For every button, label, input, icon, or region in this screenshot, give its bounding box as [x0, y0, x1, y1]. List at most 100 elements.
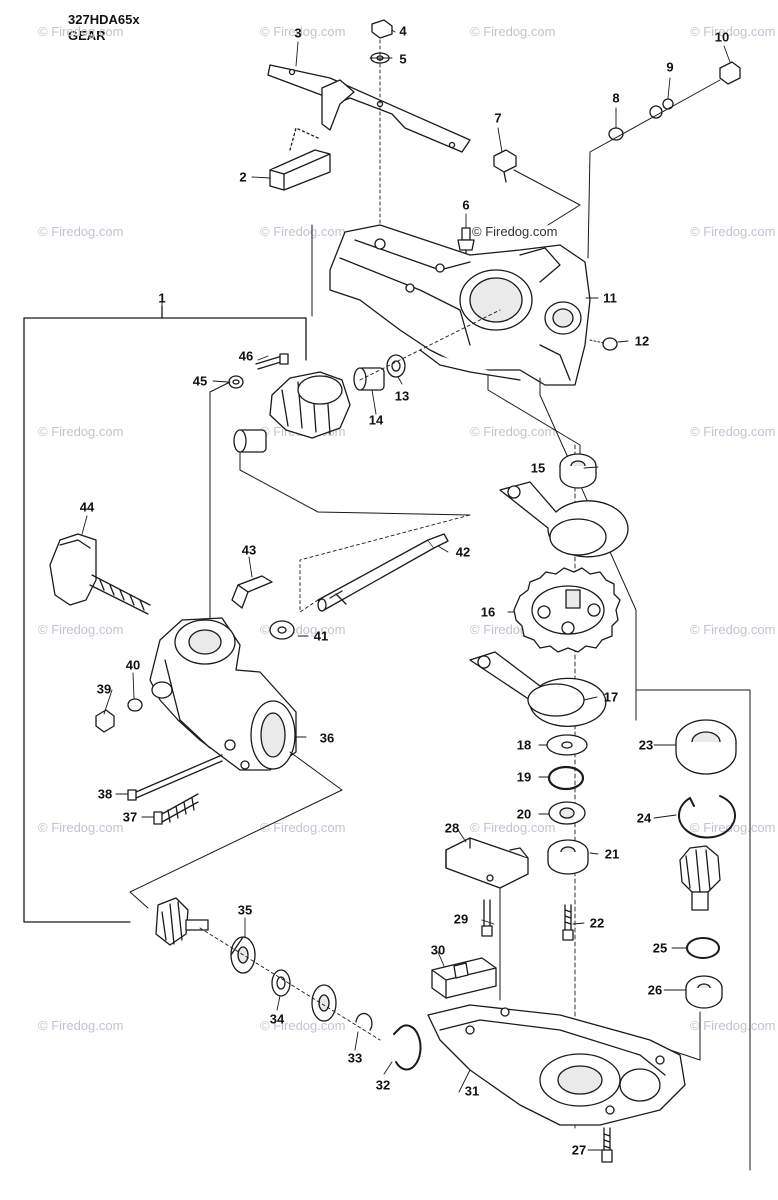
- callout-27: 27: [571, 1142, 587, 1158]
- bushing-20: [548, 801, 586, 825]
- bearing-35: [230, 936, 256, 974]
- callout-14: 14: [368, 412, 384, 428]
- callout-18: 18: [516, 737, 532, 753]
- callout-28: 28: [444, 820, 460, 836]
- circlip-32: [393, 1024, 422, 1071]
- ring-19: [547, 765, 585, 791]
- callout-25: 25: [652, 940, 668, 956]
- callout-6: 6: [462, 197, 470, 213]
- cam-link-lower: [469, 651, 607, 727]
- washer-8: [608, 127, 624, 141]
- watermark: © Firedog.com: [38, 424, 124, 439]
- bushing-lower: [233, 429, 267, 453]
- watermark: © Firedog.com: [260, 24, 346, 39]
- callout-43: 43: [241, 542, 257, 558]
- watermark: © Firedog.com: [260, 224, 346, 239]
- callout-12: 12: [634, 333, 650, 349]
- watermark: © Firedog.com: [470, 424, 556, 439]
- callout-41: 41: [313, 628, 329, 644]
- watermark: © Firedog.com: [470, 820, 556, 835]
- callout-40: 40: [125, 657, 141, 673]
- section-title: GEAR: [68, 28, 106, 43]
- watermark: © Firedog.com: [38, 1018, 124, 1033]
- assembly-bracket: [23, 317, 163, 923]
- callout-23: 23: [638, 737, 654, 753]
- callout-4: 4: [399, 23, 407, 39]
- ring-33: [355, 1012, 373, 1031]
- callout-37: 37: [122, 809, 138, 825]
- mounting-plate: [267, 64, 471, 153]
- handle-44: [49, 533, 151, 615]
- callout-24: 24: [636, 810, 652, 826]
- block-30: [431, 957, 497, 999]
- screw-37: [153, 793, 199, 825]
- callout-15: 15: [530, 460, 546, 476]
- callout-5: 5: [399, 51, 407, 67]
- cam-link-upper: [499, 481, 629, 558]
- callout-29: 29: [453, 911, 469, 927]
- pinion-gear: [155, 897, 209, 946]
- callout-39: 39: [96, 681, 112, 697]
- plug-12: [602, 337, 618, 351]
- watermark: © Firedog.com: [690, 24, 776, 39]
- nut-39: [95, 709, 115, 733]
- screw-27: [601, 1127, 613, 1163]
- circlip-24: [678, 795, 736, 839]
- bushing-14: [353, 367, 385, 391]
- watermark: © Firedog.com: [38, 820, 124, 835]
- callout-11: 11: [603, 290, 617, 306]
- callout-10: 10: [714, 29, 730, 45]
- screw-22: [562, 904, 574, 941]
- callout-36: 36: [319, 730, 335, 746]
- bearing-21: [547, 839, 589, 875]
- angle-housing: [149, 617, 297, 771]
- callout-38: 38: [97, 786, 113, 802]
- callout-9: 9: [666, 59, 674, 75]
- base-plate-31: [427, 1004, 686, 1126]
- callout-3: 3: [294, 25, 302, 41]
- bracket-28: [445, 837, 529, 889]
- callout-13: 13: [394, 388, 410, 404]
- bearing: [311, 984, 337, 1022]
- callout-7: 7: [494, 110, 502, 126]
- callout-46: 46: [238, 348, 254, 364]
- callout-26: 26: [647, 982, 663, 998]
- screw-38: [127, 754, 223, 801]
- watermark: © Firedog.com: [470, 24, 556, 39]
- washer-41: [269, 620, 295, 640]
- model-number: 327HDA65x: [68, 12, 140, 27]
- screw-29: [481, 899, 493, 937]
- callout-1: 1: [158, 290, 166, 306]
- watermark: © Firedog.com: [690, 424, 776, 439]
- leader-lines: [81, 29, 731, 1151]
- watermark: © Firedog.com: [472, 224, 558, 239]
- bearing-23: [675, 719, 737, 775]
- bearing-15: [559, 453, 597, 489]
- shaft-42: [317, 533, 449, 612]
- callout-22: 22: [589, 915, 605, 931]
- watermark: © Firedog.com: [260, 820, 346, 835]
- watermark: © Firedog.com: [38, 622, 124, 637]
- watermark: © Firedog.com: [690, 224, 776, 239]
- pinion-right: [679, 845, 721, 911]
- watermark: © Firedog.com: [260, 1018, 346, 1033]
- top-nut: [370, 19, 393, 64]
- callout-16: 16: [480, 604, 496, 620]
- gear-housing: [329, 224, 591, 386]
- callout-20: 20: [516, 806, 532, 822]
- callout-34: 34: [269, 1011, 285, 1027]
- callout-30: 30: [430, 942, 446, 958]
- nut-45: [228, 375, 244, 389]
- key-block: [269, 127, 331, 191]
- watermark: © Firedog.com: [690, 622, 776, 637]
- callout-8: 8: [612, 90, 620, 106]
- key-43: [231, 575, 273, 609]
- callout-44: 44: [79, 499, 95, 515]
- callout-33: 33: [347, 1050, 363, 1066]
- callout-19: 19: [516, 769, 532, 785]
- washer-9: [649, 98, 674, 119]
- watermark: © Firedog.com: [38, 24, 124, 39]
- washer-40: [127, 698, 143, 712]
